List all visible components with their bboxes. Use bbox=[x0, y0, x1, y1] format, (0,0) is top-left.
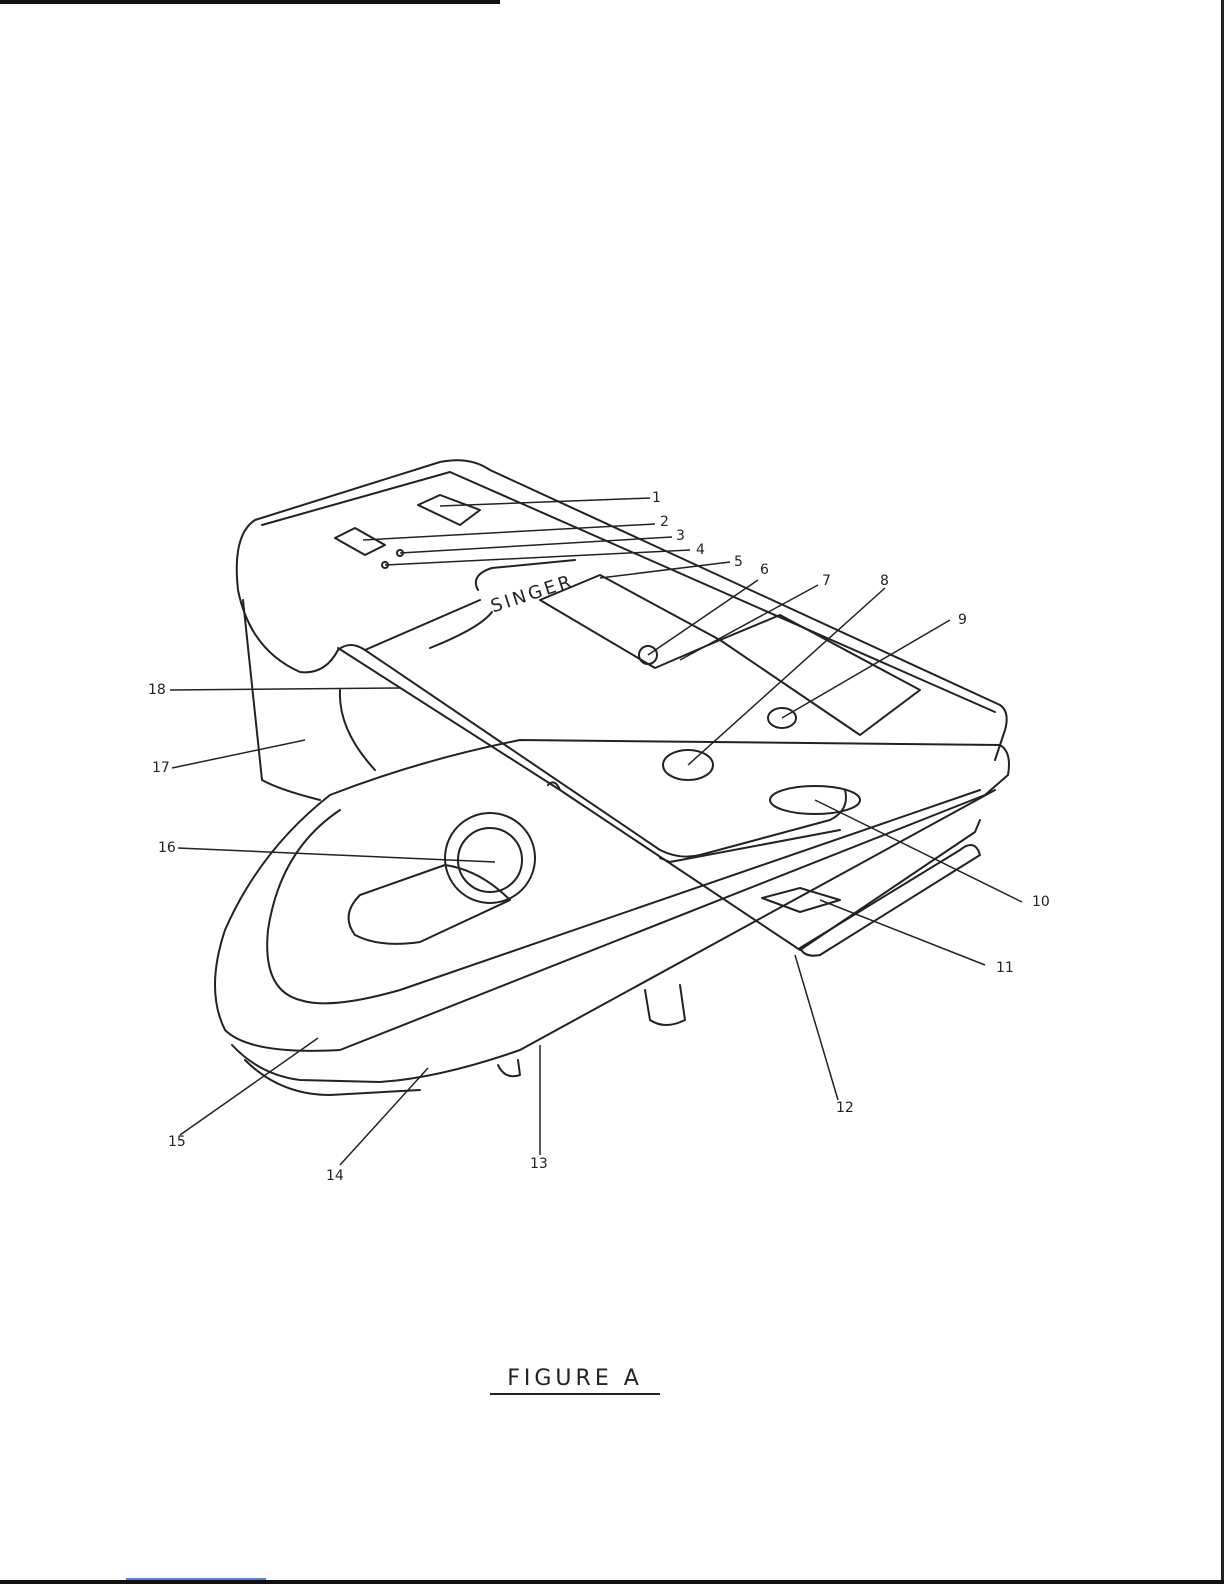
leader-8 bbox=[688, 588, 885, 765]
leader-1 bbox=[440, 498, 650, 506]
lower-buck bbox=[215, 740, 1009, 1051]
brand-label: SINGER bbox=[488, 571, 576, 618]
leader-5 bbox=[600, 562, 730, 578]
callout-12: 12 bbox=[836, 1100, 854, 1116]
callout-13: 13 bbox=[530, 1156, 548, 1172]
leader-2 bbox=[363, 524, 655, 540]
leader-16 bbox=[178, 848, 495, 862]
callout-7: 7 bbox=[822, 573, 831, 589]
callout-6: 6 bbox=[760, 562, 769, 578]
callout-10: 10 bbox=[1032, 894, 1050, 910]
callout-9: 9 bbox=[958, 612, 967, 628]
leader-18 bbox=[170, 688, 400, 690]
callout-16: 16 bbox=[158, 840, 176, 856]
callout-2: 2 bbox=[660, 514, 669, 530]
leader-12 bbox=[795, 955, 838, 1100]
callout-14: 14 bbox=[326, 1168, 344, 1184]
foam-pad bbox=[349, 865, 510, 944]
power-switch bbox=[418, 495, 480, 525]
lower-buck-inner bbox=[267, 790, 980, 1003]
handle-wire bbox=[338, 648, 980, 950]
leader-3 bbox=[400, 537, 672, 553]
leader-7 bbox=[680, 585, 818, 660]
callout-1: 1 bbox=[652, 490, 661, 506]
support-leg bbox=[645, 985, 685, 1025]
upper-arm bbox=[338, 600, 846, 857]
rear-column bbox=[243, 600, 375, 800]
callout-5: 5 bbox=[734, 554, 743, 570]
leader-6 bbox=[648, 580, 758, 655]
callout-18: 18 bbox=[148, 682, 166, 698]
handle-grip bbox=[800, 845, 980, 956]
lock-lever bbox=[762, 888, 840, 912]
callout-3: 3 bbox=[676, 528, 685, 544]
top-housing bbox=[237, 460, 1007, 760]
figure-caption: FIGURE A bbox=[490, 1366, 660, 1395]
heat-plate-window bbox=[720, 615, 920, 735]
callout-11: 11 bbox=[996, 960, 1014, 976]
callout-17: 17 bbox=[152, 760, 170, 776]
leader-11 bbox=[820, 900, 985, 965]
callout-4: 4 bbox=[696, 542, 705, 558]
leader-15 bbox=[180, 1038, 318, 1135]
selector-switch bbox=[335, 528, 385, 555]
top-housing-face bbox=[262, 472, 995, 712]
callout-8: 8 bbox=[880, 573, 889, 589]
leader-9 bbox=[782, 620, 950, 718]
callout-15: 15 bbox=[168, 1134, 186, 1150]
foot-latch bbox=[498, 1060, 520, 1076]
leader-17 bbox=[172, 740, 305, 768]
